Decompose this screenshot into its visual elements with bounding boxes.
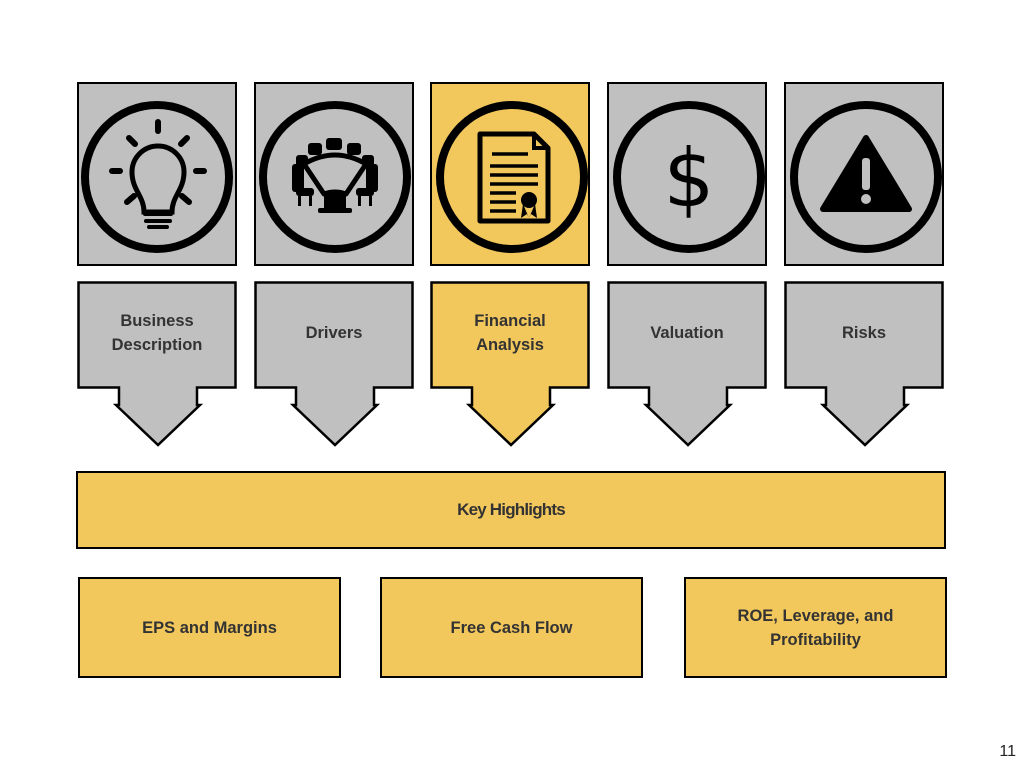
step-risks: Risks — [784, 281, 944, 447]
tile-business-description — [77, 82, 237, 266]
highlight-free-cash-flow: Free Cash Flow — [380, 577, 643, 678]
step-valuation: Valuation — [607, 281, 767, 447]
step-business-description: Business Description — [77, 281, 237, 447]
warning-icon — [790, 101, 942, 253]
highlight-label: Free Cash Flow — [450, 618, 573, 637]
highlight-roe-leverage: ROE, Leverage, and Profitability — [684, 577, 947, 678]
step-label: Financial Analysis — [474, 312, 546, 354]
highlight-eps-margins: EPS and Margins — [78, 577, 341, 678]
step-label: Risks — [841, 324, 887, 342]
svg-text:$: $ — [664, 132, 715, 225]
tile-risks — [784, 82, 944, 266]
step-drivers: Drivers — [254, 281, 414, 447]
tile-financial-analysis — [430, 82, 590, 266]
step-label: Drivers — [305, 324, 363, 342]
key-highlights-title: Key Highlights — [457, 500, 566, 519]
tile-valuation: $ — [607, 82, 767, 266]
highlight-label: ROE, Leverage, and Profitability — [737, 606, 894, 649]
certificate-document-icon — [436, 101, 588, 253]
boardroom-icon — [259, 101, 411, 253]
step-label: Business Description — [111, 312, 203, 354]
step-financial-analysis: Financial Analysis — [430, 281, 590, 447]
lightbulb-icon — [81, 101, 233, 253]
step-label: Valuation — [650, 324, 724, 342]
key-highlights-bar: Key Highlights — [76, 471, 946, 549]
tile-drivers — [254, 82, 414, 266]
highlight-label: EPS and Margins — [142, 618, 277, 637]
page-number: 11 — [999, 743, 1016, 760]
dollar-icon: $ — [613, 101, 765, 253]
